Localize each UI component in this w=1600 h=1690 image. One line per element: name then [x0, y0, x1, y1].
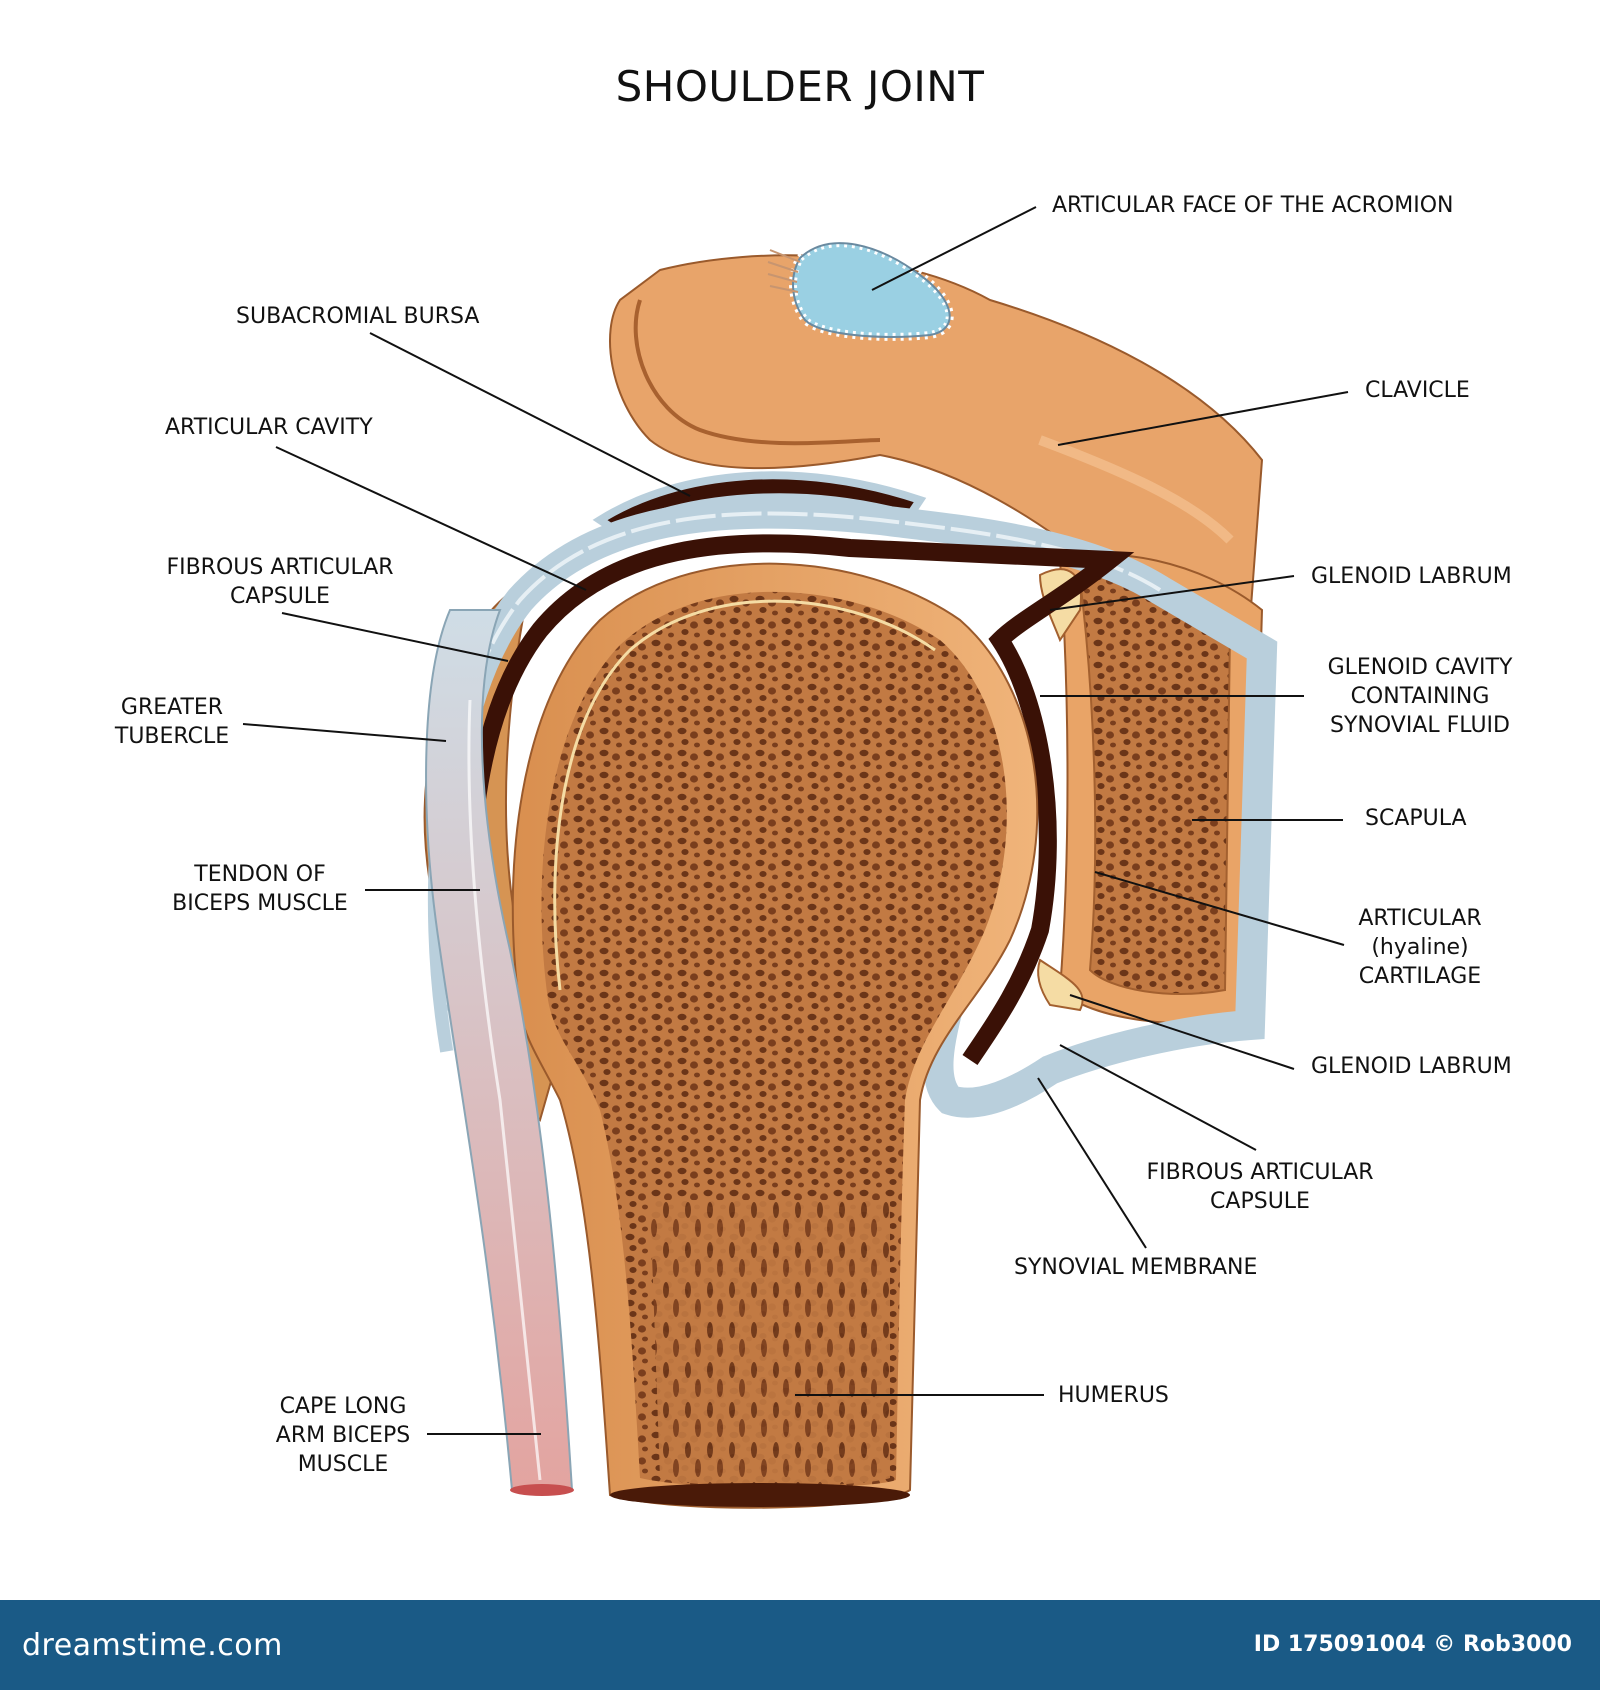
label-articular-cavity: ARTICULAR CAVITY [165, 415, 373, 440]
label-glenoid-labrum-bottom: GLENOID LABRUM [1311, 1054, 1512, 1079]
label-cape-long-biceps: CAPE LONG ARM BICEPS MUSCLE [275, 1394, 411, 1477]
label-glenoid-labrum-top: GLENOID LABRUM [1311, 564, 1512, 589]
acromion-articular-face [767, 239, 954, 341]
label-synovial-membrane: SYNOVIAL MEMBRANE [1014, 1255, 1258, 1280]
label-glenoid-cavity: GLENOID CAVITY CONTAINING SYNOVIAL FLUID [1327, 655, 1513, 738]
label-fibrous-capsule-right: FIBROUS ARTICULAR CAPSULE [1146, 1160, 1374, 1214]
label-tendon-biceps: TENDON OF BICEPS MUSCLE [172, 862, 348, 916]
label-subacromial-bursa: SUBACROMIAL BURSA [236, 304, 480, 329]
label-clavicle: CLAVICLE [1365, 378, 1470, 403]
footer-credit: ID 175091004 © Rob3000 [1253, 1632, 1572, 1657]
label-acromion-articular-face: ARTICULAR FACE OF THE ACROMION [1052, 193, 1454, 218]
shoulder-joint-illustration [242, 206, 1349, 1509]
leader-lines [242, 206, 1349, 1435]
label-humerus: HUMERUS [1058, 1383, 1169, 1408]
watermark-footer: dreamstime.com ID 175091004 © Rob3000 [0, 1600, 1600, 1690]
label-greater-tubercle: GREATER TUBERCLE [114, 695, 230, 749]
diagram-title: SHOULDER JOINT [615, 62, 985, 111]
label-fibrous-capsule-left: FIBROUS ARTICULAR CAPSULE [166, 555, 394, 609]
biceps-tendon [425, 609, 574, 1496]
footer-brand: dreamstime.com [22, 1628, 283, 1663]
label-articular-cartilage: ARTICULAR (hyaline) CARTILAGE [1358, 906, 1482, 989]
humerus [511, 562, 1039, 1509]
label-scapula: SCAPULA [1365, 806, 1467, 831]
